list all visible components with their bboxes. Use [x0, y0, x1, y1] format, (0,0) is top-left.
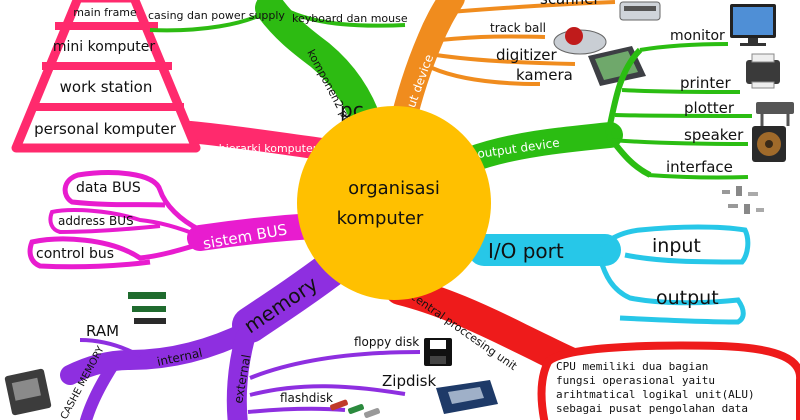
hierarki-level-work-station: work station: [60, 78, 153, 96]
memory-item-flashdisk: flashdisk: [280, 391, 333, 405]
io-item-output: output: [656, 287, 719, 309]
bus-item-address: address BUS: [58, 214, 134, 228]
interface-connectors-icon: [722, 186, 764, 214]
pc-item-casing: casing dan power supply: [148, 9, 285, 22]
cpu-description-line-1: CPU memiliki dua bagian: [556, 360, 708, 373]
input-item-kamera: kamera: [516, 66, 573, 84]
center-node: organisasi komputer: [297, 106, 491, 300]
hierarki-level-personal-komputer: personal komputer: [34, 120, 177, 138]
output-line-monitor: [639, 42, 729, 52]
cpu-box: [537, 341, 800, 420]
output-connector: [457, 122, 623, 173]
pc-item-keyboard: keyboard dan mouse: [292, 12, 408, 25]
memory-external-connector: [226, 328, 255, 420]
center-circle: [297, 106, 491, 300]
input-item-trackball: track ball: [490, 21, 546, 35]
ram-icon: [128, 292, 166, 324]
io-line-input: [598, 224, 751, 265]
output-device-branch: monitor printer plotter speaker interfac…: [457, 4, 794, 214]
input-line-scanner: [449, 0, 616, 14]
bus-item-data: data BUS: [76, 180, 141, 196]
input-line-digitizer: [435, 53, 576, 66]
scanner-icon: [619, 1, 661, 21]
hierarki-level-main-frame: main frame: [73, 6, 137, 19]
printer-icon: [746, 53, 780, 89]
center-title-line-1: organisasi: [348, 178, 440, 199]
memory-internal-connector: [60, 320, 260, 385]
memory-external-line-flashdisk: [247, 406, 346, 414]
bus-line-data: [62, 170, 202, 233]
plotter-icon: [756, 102, 794, 126]
floppy-disk-icon: [424, 338, 452, 366]
pc-sub-line-keyboard: [289, 10, 406, 28]
output-line-plotter: [614, 113, 753, 118]
output-item-monitor: monitor: [670, 28, 725, 44]
input-item-digitizer: digitizer: [496, 46, 558, 64]
memory-external-line-floppy: [249, 350, 421, 380]
io-port-label: I/O port: [488, 239, 564, 263]
input-item-scanner: scanner: [540, 0, 600, 8]
output-line-speaker: [611, 138, 749, 146]
pc-branch: casing dan power supply keyboard dan mou…: [148, 0, 408, 155]
memory-item-zipdisk: Zipdisk: [382, 372, 436, 390]
hierarki-branch: main frame mini komputer work station pe…: [11, 0, 341, 161]
trackball-icon: [553, 27, 607, 55]
output-item-interface: interface: [666, 158, 733, 176]
cpu-description-line-3: arihtmatical logikal unit(ALU): [556, 388, 755, 401]
pc-sub-line-casing: [149, 8, 272, 33]
memory-item-floppy: floppy disk: [354, 335, 419, 349]
io-port-branch: I/O port input output: [468, 224, 751, 325]
speaker-icon: [752, 126, 786, 162]
hierarki-label: hierarki komputer: [219, 142, 318, 155]
output-line-interface: [647, 173, 749, 180]
output-item-printer: printer: [680, 74, 731, 92]
output-line-printer: [621, 88, 741, 94]
memory-internal-line-ram: [79, 338, 141, 358]
memory-internal-line-cashe: [79, 358, 121, 420]
cpu-branch: central proccesing unit CPU memiliki dua…: [385, 275, 800, 420]
cpu-description-line-2: fungsi operasional yaitu: [556, 374, 715, 387]
hierarki-level-mini-komputer: mini komputer: [53, 39, 155, 55]
memory-external-line-zipdisk: [249, 384, 406, 397]
cashe-memory-icon: [4, 368, 52, 416]
output-item-speaker: speaker: [684, 126, 744, 144]
input-line-kamera: [431, 66, 541, 86]
zipdisk-icon: [436, 380, 498, 414]
output-trunk: [605, 47, 652, 178]
flashdisk-icon: [330, 399, 380, 418]
input-line-trackball: [439, 34, 546, 42]
bus-item-control: control bus: [36, 246, 114, 262]
io-item-input: input: [652, 235, 701, 257]
output-item-plotter: plotter: [684, 99, 735, 117]
monitor-icon: [730, 4, 776, 46]
memory-item-ram: RAM: [86, 322, 119, 340]
bus-line-address: [48, 208, 201, 238]
bus-line-control: [27, 236, 201, 270]
cpu-description-line-4: sebagai pusat pengolahan data: [556, 402, 748, 415]
sistem-bus-branch: data BUS address BUS control bus sistem …: [27, 170, 327, 270]
center-title-line-2: komputer: [337, 208, 424, 229]
io-line-output: [597, 257, 746, 325]
